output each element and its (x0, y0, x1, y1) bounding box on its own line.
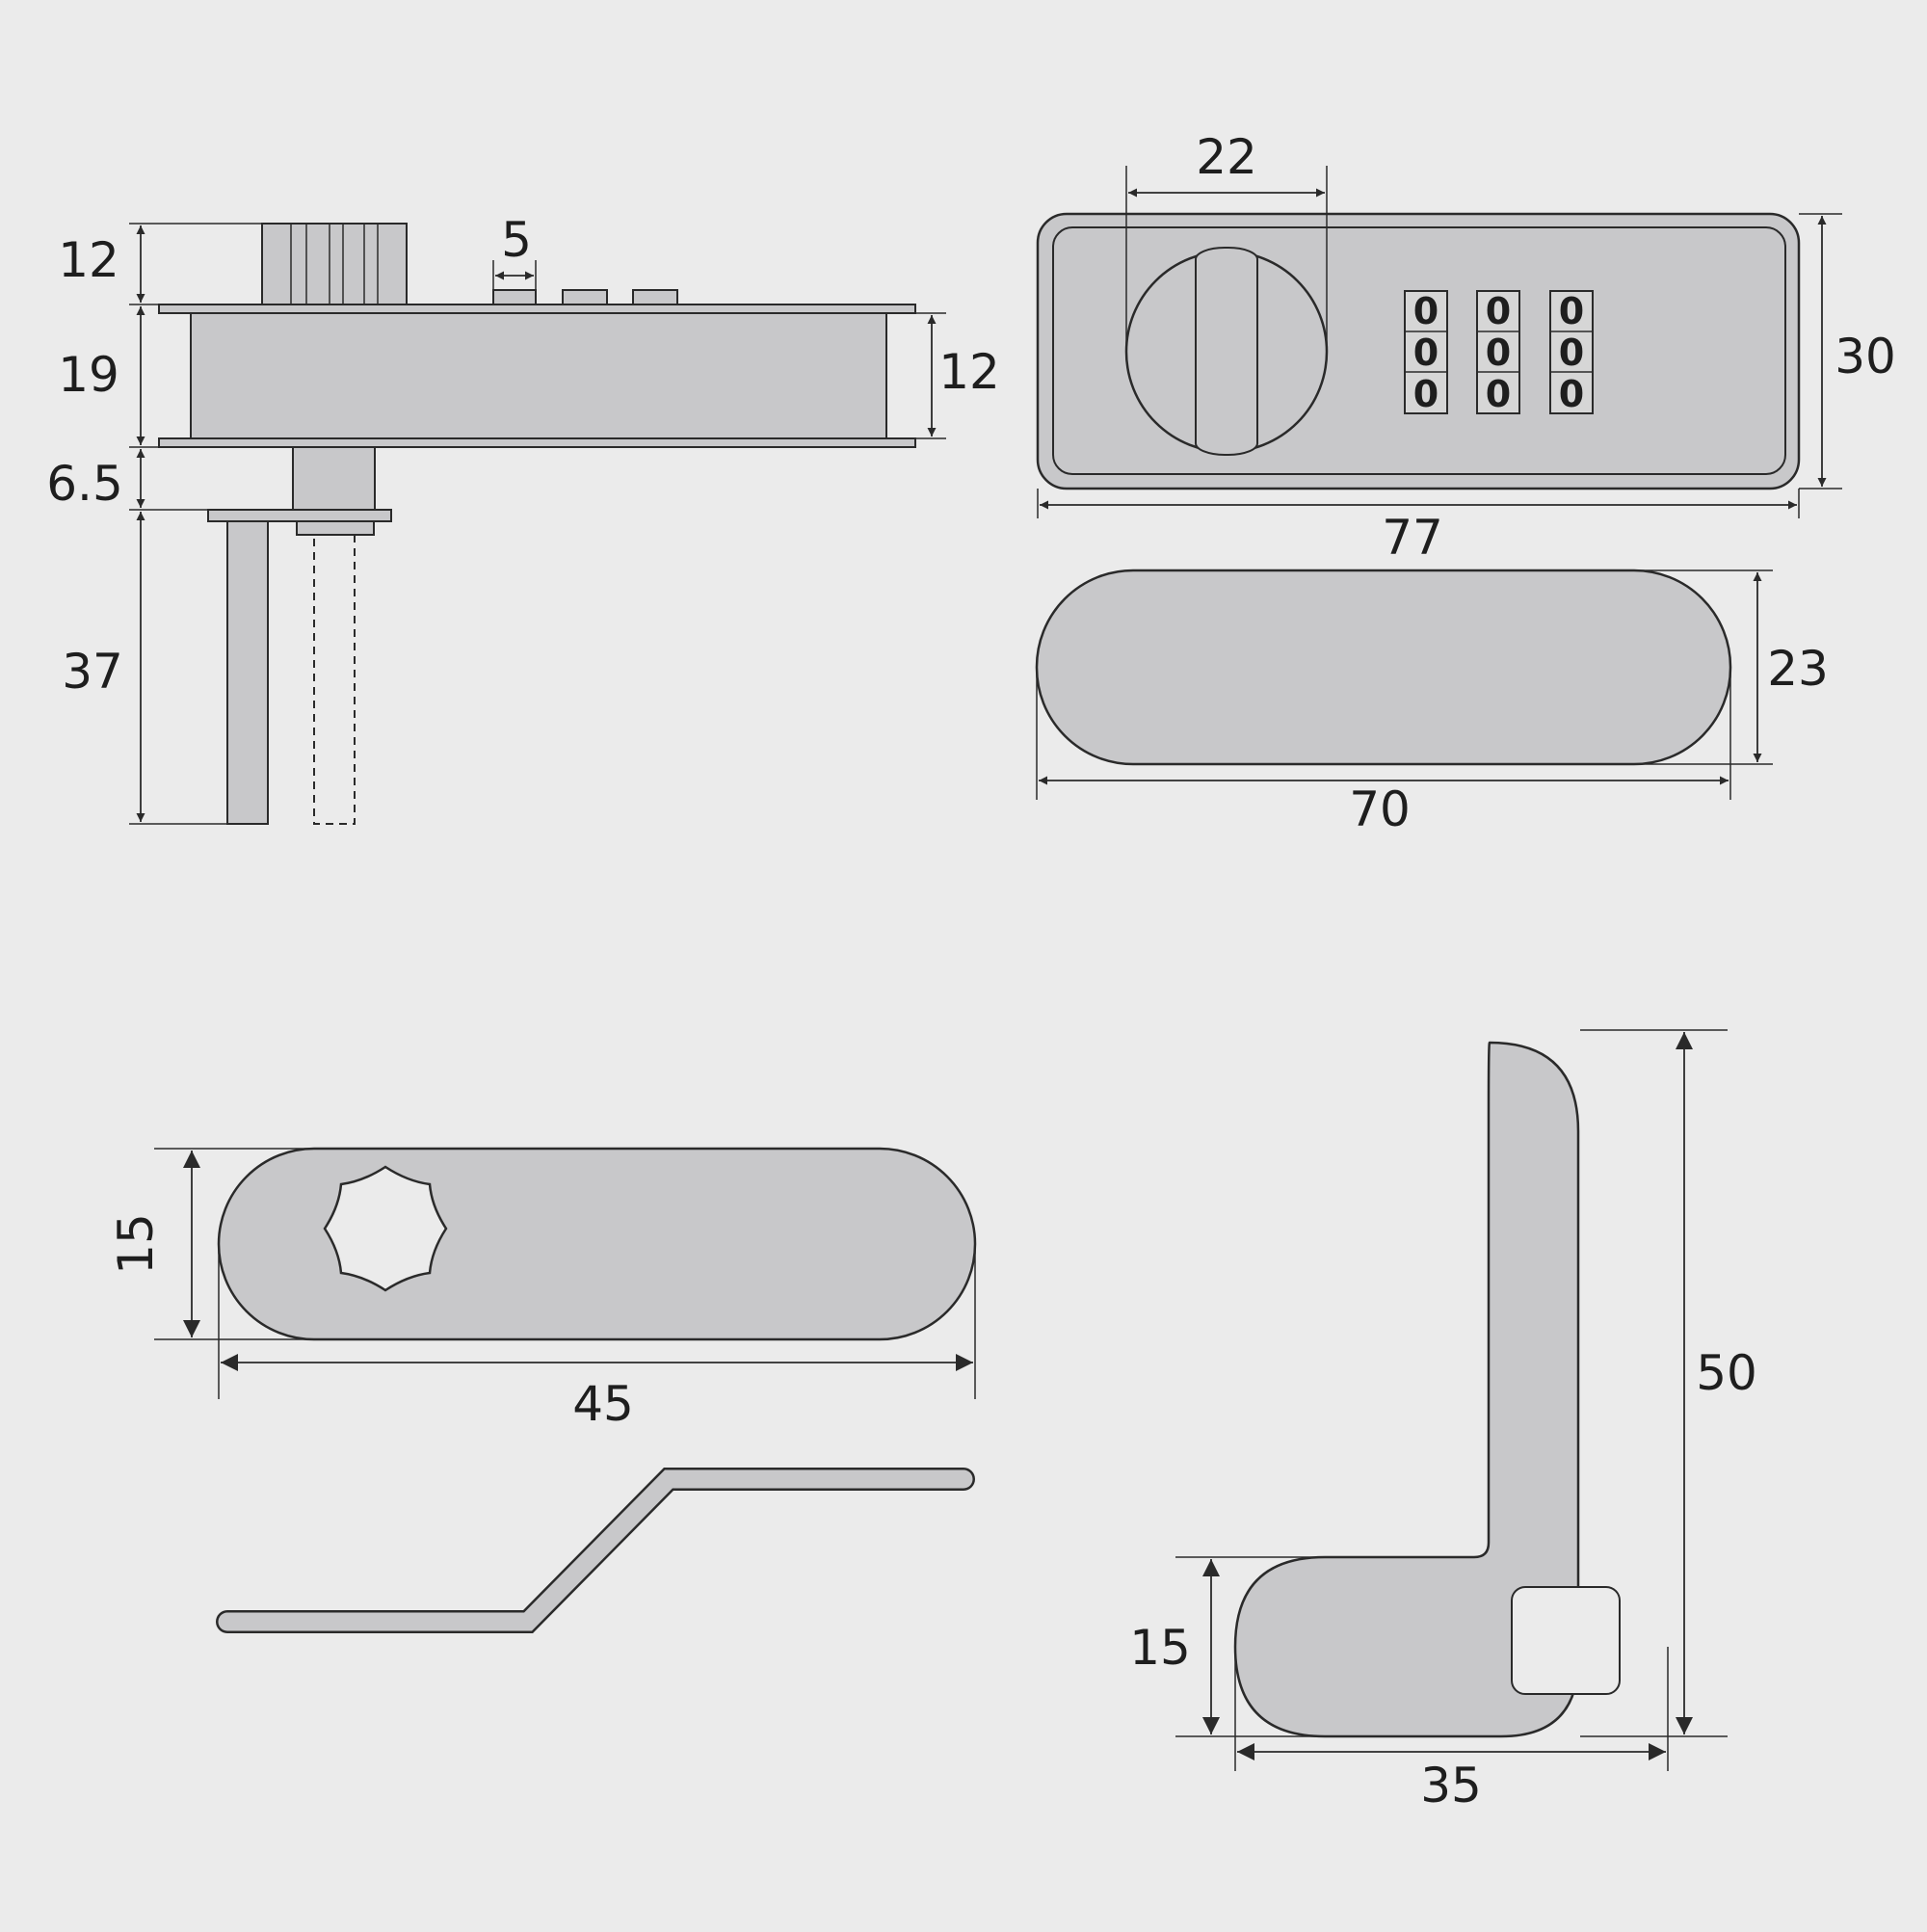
side-button (492, 289, 537, 305)
combination-wheel (1404, 290, 1448, 414)
dim-label: 22 (1196, 129, 1257, 185)
side-flange (207, 509, 392, 522)
dim-label: 35 (1420, 1758, 1482, 1813)
digit: 0 (1486, 331, 1511, 374)
side-bottom-plate (158, 437, 916, 448)
dim-label: 50 (1696, 1345, 1757, 1401)
front-knob (1124, 247, 1329, 456)
front-view: 0 0 0 0 0 0 0 0 0 22 30 77 (1036, 129, 1896, 566)
l-cam-shape (1233, 1041, 1580, 1738)
dim-label: 12 (938, 344, 1000, 400)
digit: 0 (1559, 290, 1584, 332)
side-neck (292, 446, 376, 511)
side-button (562, 289, 608, 305)
side-shaft-alt-dashed (313, 534, 356, 825)
side-top-plate (158, 304, 916, 314)
cam-side-profile (216, 1468, 975, 1633)
dim-label: 15 (108, 1213, 164, 1275)
l-cam: 50 35 15 (1129, 1029, 1757, 1813)
side-knob (261, 223, 408, 305)
digit: 0 (1559, 331, 1584, 374)
side-washer (296, 520, 375, 536)
star-hole-icon (323, 1165, 448, 1292)
side-button (632, 289, 678, 305)
digit: 0 (1413, 331, 1439, 374)
digit: 0 (1486, 373, 1511, 415)
combination-wheel (1549, 290, 1594, 414)
dim-label: 6.5 (46, 456, 123, 512)
digit: 0 (1413, 373, 1439, 415)
side-view: 12 19 6.5 37 12 5 (46, 212, 1000, 825)
dim-label: 15 (1129, 1620, 1191, 1676)
combination-wheel (1476, 290, 1520, 414)
straight-cam: 15 45 (108, 1147, 977, 1432)
back-plate-shape (1035, 569, 1732, 766)
digit: 0 (1413, 290, 1439, 332)
dim-label: 12 (58, 232, 119, 288)
dim-label: 5 (501, 212, 532, 268)
back-plate: 23 70 (1035, 569, 1829, 837)
side-shaft (226, 520, 269, 825)
dim-label: 30 (1835, 329, 1896, 384)
side-body (190, 312, 887, 439)
dim-label: 23 (1767, 641, 1829, 697)
digit: 0 (1559, 373, 1584, 415)
dim-label: 77 (1382, 510, 1443, 566)
dim-label: 45 (572, 1376, 634, 1432)
digit: 0 (1486, 290, 1511, 332)
dim-label: 70 (1349, 781, 1411, 837)
square-hole-icon (1511, 1586, 1621, 1695)
dim-label: 37 (62, 644, 123, 700)
combination-wheels: 0 0 0 0 0 0 0 0 0 (1404, 290, 1594, 415)
dim-label: 19 (58, 347, 119, 403)
